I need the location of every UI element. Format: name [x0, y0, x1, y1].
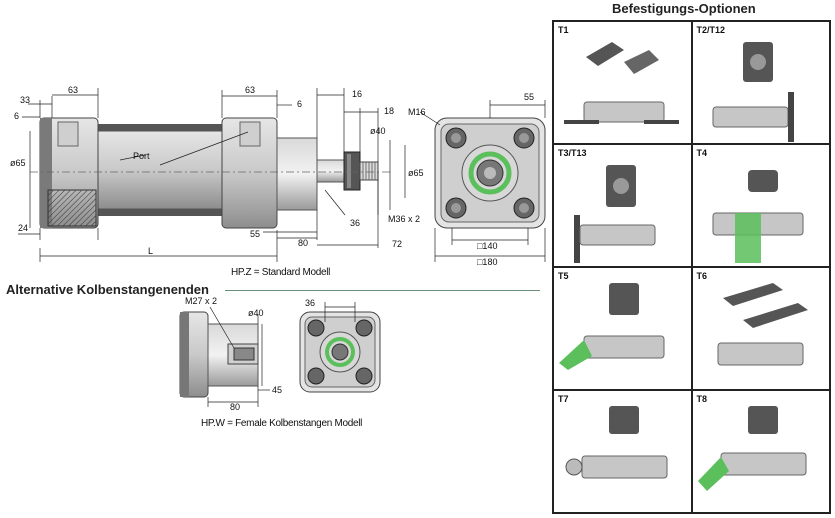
female-rod-drawing: M27 x 2 ø40 45 80 36 — [179, 296, 381, 412]
foot-bracket-icon — [717, 283, 808, 366]
rear-clevis-icon — [697, 406, 806, 491]
dim-33: 33 — [20, 95, 30, 105]
trunnion-icon — [712, 170, 803, 263]
dim-6b: 6 — [297, 99, 302, 109]
dim-63a: 63 — [68, 85, 78, 95]
mount-option-label: T4 — [696, 148, 708, 158]
mount-option-label: T2/T12 — [696, 25, 726, 35]
dim-6a: 6 — [14, 111, 19, 121]
mount-option-t6[interactable]: T6 — [691, 267, 830, 390]
mount-option-label: T7 — [558, 394, 569, 404]
dim-d40: ø40 — [370, 126, 386, 136]
dim-63b: 63 — [245, 85, 255, 95]
section-divider — [225, 290, 540, 291]
dim-d65a: ø65 — [10, 158, 26, 168]
port-label: Port — [133, 151, 150, 161]
flange-icon — [712, 42, 794, 142]
dim-m16: M16 — [408, 107, 426, 117]
dim-18: 18 — [384, 106, 394, 116]
alt-dim-36: 36 — [305, 298, 315, 308]
standard-caption: HP.Z = Standard Modell — [231, 267, 331, 278]
rear-eye-icon — [565, 406, 668, 479]
mount-option-label: T5 — [558, 271, 569, 281]
mount-option-t5[interactable]: T5 — [553, 267, 692, 390]
end-view: M16 55 □140 □180 — [408, 92, 546, 267]
mount-option-label: T3/T13 — [558, 148, 587, 158]
alt-dim-m27: M27 x 2 — [185, 296, 217, 306]
dim-180: □180 — [477, 257, 497, 267]
rear-flange-icon — [574, 165, 656, 263]
standard-cylinder-drawing: 33 6 63 63 6 16 18 ø40 ø65 ø65 M36 x 2 3… — [10, 85, 546, 267]
dim-l: L — [148, 246, 153, 256]
mount-option-t3-t13[interactable]: T3/T13 — [553, 144, 692, 267]
mount-option-t1[interactable]: T1 — [553, 21, 692, 144]
alternative-caption: HP.W = Female Kolbenstangen Modell — [201, 418, 363, 429]
dim-d65b: ø65 — [408, 168, 424, 178]
options-heading: Befestigungs-Optionen — [612, 1, 756, 16]
dim-36: 36 — [350, 218, 360, 228]
mount-option-t2-t12[interactable]: T2/T12 — [691, 21, 830, 144]
mount-option-t4[interactable]: T4 — [691, 144, 830, 267]
bracket-icon — [564, 42, 679, 124]
clevis-icon — [559, 283, 665, 370]
dim-80: 80 — [298, 238, 308, 248]
alt-dim-d40: ø40 — [248, 308, 264, 318]
alt-dim-80: 80 — [230, 402, 240, 412]
mount-option-label: T8 — [696, 394, 708, 404]
dim-m36: M36 x 2 — [388, 214, 420, 224]
alternative-title: Alternative Kolbenstangenenden — [6, 282, 209, 297]
dim-55a: 55 — [250, 229, 260, 239]
mount-options-grid: T1 T2/T12 T3/T13 T4 T5 — [552, 20, 831, 514]
dim-16: 16 — [352, 89, 362, 99]
alt-dim-45: 45 — [272, 385, 282, 395]
dim-24: 24 — [18, 223, 28, 233]
dim-140: □140 — [477, 241, 497, 251]
mount-option-label: T1 — [558, 25, 569, 35]
mount-option-label: T6 — [696, 271, 708, 281]
dim-55b: 55 — [524, 92, 534, 102]
dim-72: 72 — [392, 239, 402, 249]
mount-option-t8[interactable]: T8 — [691, 390, 830, 513]
mount-option-t7[interactable]: T7 — [553, 390, 692, 513]
